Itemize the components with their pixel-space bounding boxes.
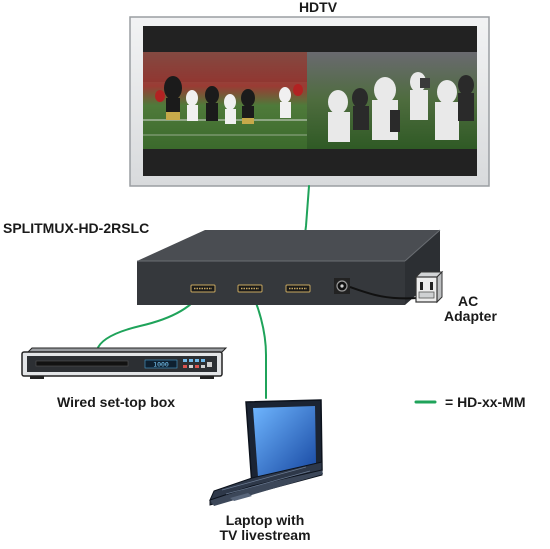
power-outlet-icon xyxy=(414,270,444,304)
ac-label-line1: AC xyxy=(458,293,479,309)
ac-label-line2: Adapter xyxy=(444,308,497,325)
laptop-screen xyxy=(253,406,316,477)
laptop-label: Laptop with TV livestream xyxy=(205,512,325,544)
switcher-front xyxy=(137,261,405,305)
legend-label: = HD-xx-MM xyxy=(445,394,526,410)
switcher-icon xyxy=(137,229,441,305)
switcher-top xyxy=(137,230,440,261)
power-cord xyxy=(349,286,419,300)
tv-label: HDTV xyxy=(298,0,338,15)
cable-laptop-to-input2 xyxy=(249,288,267,399)
settop-box-icon: 1000 xyxy=(21,347,228,379)
laptop-label-line1: Laptop with xyxy=(225,512,305,528)
laptop-icon xyxy=(209,399,323,506)
hdmi-port-input1 xyxy=(190,284,216,293)
tv-video-left xyxy=(143,52,307,149)
settop-label: Wired set-top box xyxy=(57,394,176,410)
laptop-label-line2: TV livestream xyxy=(219,527,311,544)
hdmi-port-output xyxy=(285,284,311,293)
tv-video-right xyxy=(307,52,477,149)
ac-adapter-label: AC Adapter xyxy=(444,293,497,325)
settop-display-text: 1000 xyxy=(153,361,169,369)
power-jack xyxy=(334,278,350,294)
switcher-side xyxy=(405,230,440,305)
hdmi-port-input2 xyxy=(237,284,263,293)
tv-icon xyxy=(129,16,490,187)
device-model-label: SPLITMUX-HD-2RSLC xyxy=(3,220,150,236)
